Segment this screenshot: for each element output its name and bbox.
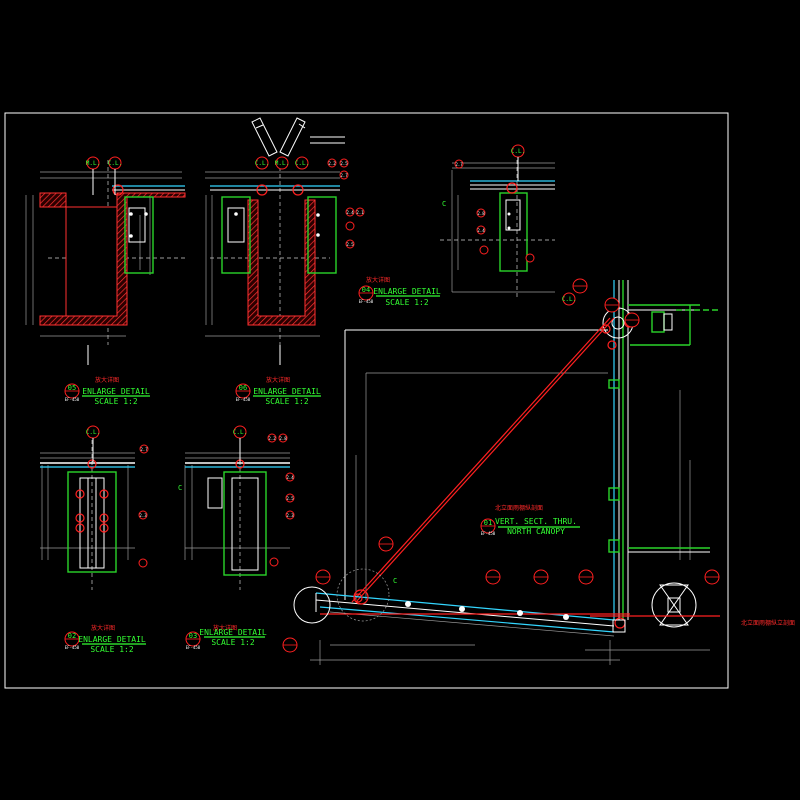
tag-bubble: 2.7 xyxy=(455,162,463,167)
detail-02-title: ENLARGE DETAIL xyxy=(78,635,146,644)
detail-06-ref: EF-450 xyxy=(236,397,251,402)
section-01-number: 01 xyxy=(484,519,492,527)
detail-06-number: 06 xyxy=(239,384,247,392)
cl-label: C.L. xyxy=(295,160,309,167)
section-01-ref: EF-450 xyxy=(481,531,496,536)
tag-bubble: 2.4 xyxy=(346,210,354,215)
tag-bubble: 2.8 xyxy=(279,436,287,441)
tag-bubble: 2.5 xyxy=(340,161,348,166)
tag-bubble: 2.3 xyxy=(286,513,294,518)
detail-02: C.L. 2.7 2.3 02 EF-450 放大详图 ENLARGE DETA… xyxy=(40,425,149,654)
detail-02-number: 02 xyxy=(68,632,76,640)
tag-bubble: 2.7 xyxy=(140,447,148,452)
cl-label: C.L. xyxy=(255,160,269,167)
tag-bubble: 2.8 xyxy=(477,211,485,216)
detail-05-ref: EF-450 xyxy=(65,397,80,402)
detail-03-scale: SCALE 1:2 xyxy=(211,638,255,647)
north-elevation-label: 北立面雨棚纵立剖面 xyxy=(741,619,795,627)
tag-bubble: 2.7 xyxy=(340,173,348,178)
tag-bubble: 2.4 xyxy=(477,228,485,233)
detail-04-number: 04 xyxy=(362,286,370,294)
detail-02-ref: EF-450 xyxy=(65,645,80,650)
detail-06-scale: SCALE 1:2 xyxy=(265,397,309,406)
detail-03-ref: EF-450 xyxy=(186,645,201,650)
cl-label: C.L. xyxy=(562,296,576,303)
detail-06: C.L. M.L. C.L. 2.2 2.5 2.7 2.4 2.1 2.5 0… xyxy=(205,117,365,406)
section-01-title-line2: NORTH CANOPY xyxy=(507,527,565,536)
detail-05: M.L. C.L. 05 EF-450 放大详图 ENLARGE DETAIL … xyxy=(25,156,186,406)
detail-05-number: 05 xyxy=(68,384,76,392)
detail-03-chinese-title: 放大详图 xyxy=(213,624,237,632)
tag-bubble: 2.3 xyxy=(139,513,147,518)
detail-04-scale: SCALE 1:2 xyxy=(385,298,429,307)
tag-bubble: 2.1 xyxy=(356,210,364,215)
tag-bubble: 2.4 xyxy=(286,475,294,480)
detail-04-chinese-title: 放大详图 xyxy=(366,276,390,284)
detail-05-title: ENLARGE DETAIL xyxy=(82,387,150,396)
c-marker: C xyxy=(393,577,397,585)
detail-05-chinese-title: 放大详图 xyxy=(95,376,119,384)
c-marker: C xyxy=(442,200,446,208)
detail-04-title: ENLARGE DETAIL xyxy=(373,287,441,296)
detail-03-number: 03 xyxy=(189,632,197,640)
sheet-border xyxy=(4,112,729,689)
detail-04-ref: EF-450 xyxy=(359,299,374,304)
main-canopy-section: C.L. C 北立面雨棚纵剖面 01 EF-450 VERT. SECT. TH… xyxy=(282,278,795,665)
detail-02-chinese-title: 放大详图 xyxy=(91,624,115,632)
ml-label: M.L. xyxy=(86,160,100,167)
detail-06-chinese-title: 放大详图 xyxy=(266,376,290,384)
tag-bubble: 2.2 xyxy=(268,436,276,441)
tag-bubble: 2.5 xyxy=(346,242,354,247)
cl-label: C.L. xyxy=(511,148,525,155)
detail-05-scale: SCALE 1:2 xyxy=(94,397,138,406)
detail-06-title: ENLARGE DETAIL xyxy=(253,387,321,396)
section-01-chinese-title: 北立面雨棚纵剖面 xyxy=(495,504,543,512)
detail-03-title: ENLARGE DETAIL xyxy=(199,628,267,637)
ml-label: M.L. xyxy=(275,160,289,167)
cl-label: C.L. xyxy=(233,429,247,436)
section-01-title-line1: VERT. SECT. THRU. xyxy=(495,517,577,526)
tag-bubble: 2.5 xyxy=(286,496,294,501)
cl-label: C.L. xyxy=(86,429,100,436)
tag-bubble: 2.2 xyxy=(328,161,336,166)
cl-label: C.L. xyxy=(108,160,122,167)
detail-03: C.L. 2.2 2.8 2.4 2.5 2.3 C 03 EF-450 放大详… xyxy=(178,425,295,650)
detail-04: C.L. 2.7 2.8 2.4 C 放大详图 04 EF-450 ENLARG… xyxy=(358,144,555,307)
detail-02-scale: SCALE 1:2 xyxy=(90,645,134,654)
c-marker: C xyxy=(178,484,182,492)
